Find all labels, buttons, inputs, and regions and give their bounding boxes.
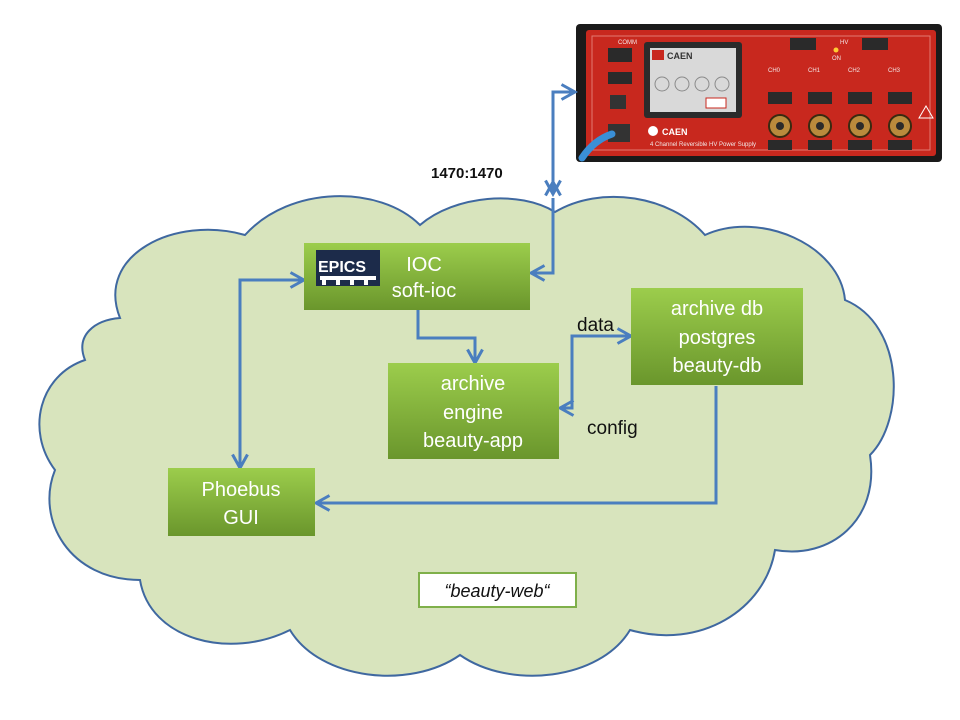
phoebus-line-1: Phoebus	[202, 479, 281, 501]
channel-label: CH2	[848, 68, 861, 74]
network-cable	[578, 130, 616, 162]
screen-ch3-icon	[714, 76, 730, 92]
edge-db-phoebus	[316, 386, 718, 503]
edge-label-config: config	[587, 418, 638, 439]
hv-on-led-icon	[833, 47, 839, 53]
phoebus-line-2: GUI	[223, 507, 259, 529]
comm-port-connector	[608, 48, 632, 62]
device-brand: CAEN	[662, 127, 688, 137]
edge-ioc-phoebus	[240, 280, 304, 468]
hv-interlock-connector-2	[862, 38, 888, 50]
epics-logo-icon: EPICS	[316, 250, 380, 286]
caen-device-logo-icon	[648, 126, 658, 136]
caption-box: “beauty-web“	[418, 572, 577, 608]
channel-label: CH3	[888, 68, 901, 74]
archive-engine-line-3: beauty-app	[423, 430, 523, 452]
edge-db-engine-config	[560, 340, 572, 408]
epics-logo-text: EPICS	[318, 259, 366, 276]
channel-label: CH0	[768, 68, 781, 74]
ethernet-port	[608, 124, 630, 142]
hv-section-label: HV	[840, 40, 848, 46]
channel-column-0: CH0	[768, 68, 792, 150]
screen-ch2-icon	[694, 76, 710, 92]
node-archive-db: archive db postgres beauty-db	[631, 288, 803, 385]
archive-db-line-3: beauty-db	[673, 355, 762, 377]
node-phoebus: Phoebus GUI	[168, 468, 315, 536]
archive-engine-line-1: archive	[441, 373, 505, 395]
archive-db-line-2: postgres	[679, 327, 756, 349]
screen-ch1-icon	[674, 76, 690, 92]
screen-ch0-icon	[654, 76, 670, 92]
channel-label: CH1	[808, 68, 821, 74]
connectors	[240, 92, 718, 503]
ioc-subtitle: soft-ioc	[392, 280, 456, 302]
screen-flag-icon	[705, 97, 727, 109]
channel-column-1: CH1	[808, 68, 832, 150]
comm-section-label: COMM	[618, 40, 637, 46]
channel-column-3: CH3	[888, 68, 912, 150]
hv-interlock-connector	[790, 38, 816, 50]
channel-column-2: CH2	[848, 68, 872, 150]
caen-logo-icon	[652, 50, 664, 60]
edge-label-data: data	[577, 315, 614, 336]
node-archive-engine: archive engine beauty-app	[388, 363, 559, 459]
node-ioc: EPICS IOC soft-ioc	[304, 243, 530, 310]
screen-brand: CAEN	[667, 51, 693, 61]
archive-engine-line-2: engine	[443, 402, 503, 424]
hv-on-label: ON	[832, 56, 841, 62]
edge-ioc-engine	[416, 310, 475, 363]
caption-text: “beauty-web“	[444, 581, 550, 601]
warning-icon	[918, 105, 934, 119]
device-subtitle: 4 Channel Reversible HV Power Supply	[650, 142, 756, 148]
usb-port-connector	[608, 72, 632, 84]
port-label: 1470:1470	[431, 165, 503, 182]
usb-b-port	[610, 95, 626, 109]
ioc-title: IOC	[406, 254, 442, 276]
archive-db-line-1: archive db	[671, 298, 763, 320]
hv-power-supply-device: COMM CAEN CAEN 4 Channel Reversible HV P…	[576, 24, 942, 162]
